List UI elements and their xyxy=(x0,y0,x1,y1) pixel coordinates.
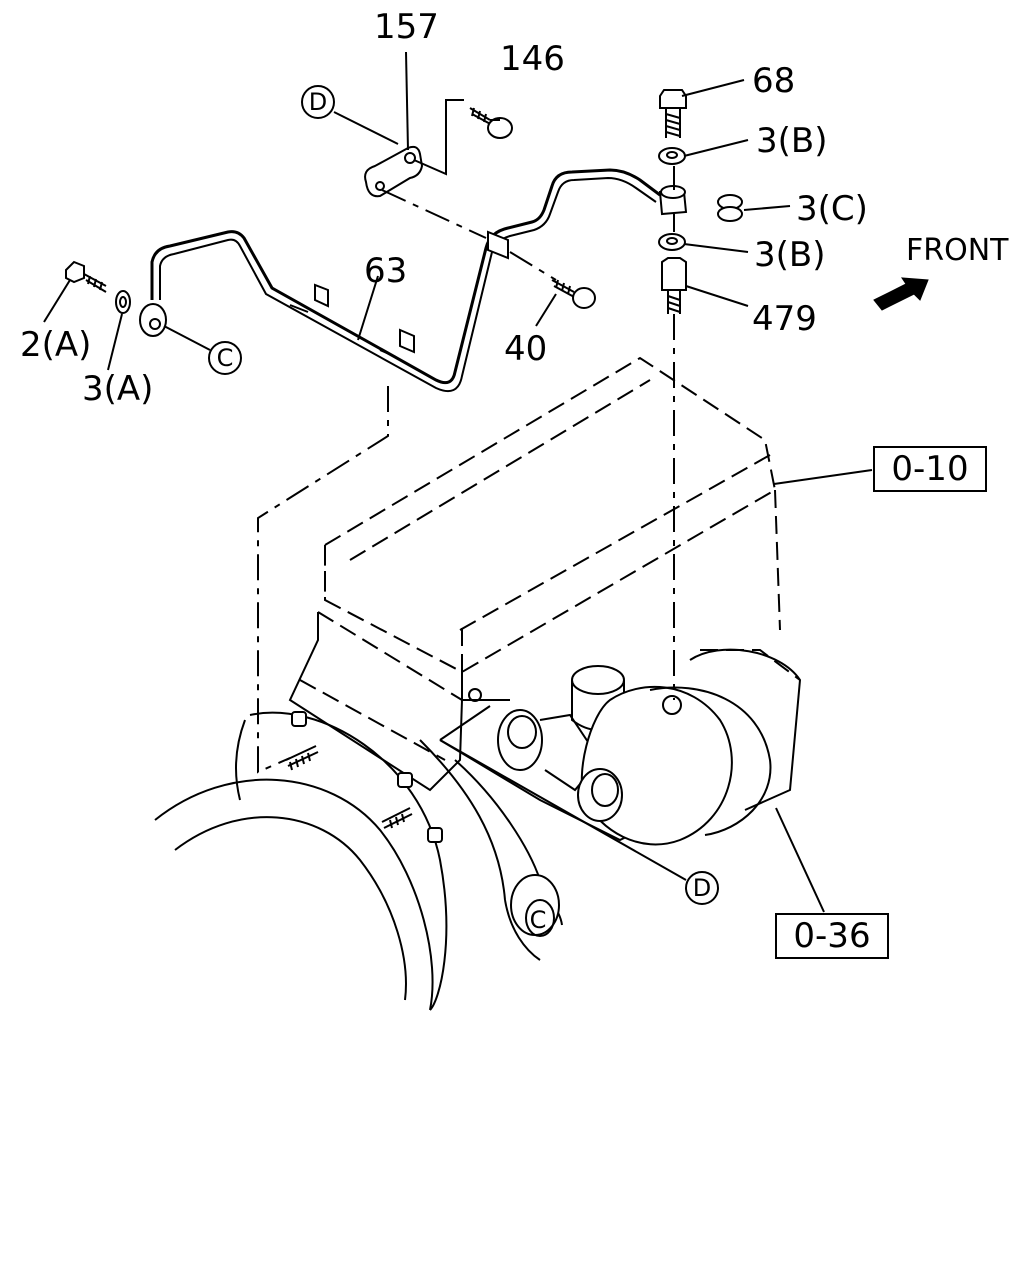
callout-40: 40 xyxy=(504,329,547,369)
callout-157: 157 xyxy=(374,7,439,47)
bolt-2a xyxy=(65,260,107,293)
front-direction: FRONT xyxy=(873,233,1009,311)
boxed-ref-0-10: 0-10 xyxy=(873,446,987,492)
circle-ref-d-bottom: D xyxy=(685,871,719,905)
washer-3b-top xyxy=(658,147,686,165)
circle-ref-c-left-label: C xyxy=(217,344,234,372)
callout-labels: 157 146 68 3(B) 3(C) 3(B) 479 63 40 2(A)… xyxy=(20,7,868,409)
bolt-40 xyxy=(551,279,596,309)
bolt-146 xyxy=(469,107,513,139)
circle-ref-c-left: C xyxy=(208,341,242,375)
boxed-ref-0-10-label: 0-10 xyxy=(891,449,968,489)
boxed-ref-0-36-label: 0-36 xyxy=(793,916,870,956)
callout-3b-top: 3(B) xyxy=(756,121,828,161)
boxed-ref-0-36: 0-36 xyxy=(775,913,889,959)
bolt-68 xyxy=(659,89,687,138)
circle-ref-d-top: D xyxy=(301,85,335,119)
front-arrow-icon xyxy=(873,277,929,311)
oil-pipe-63 xyxy=(139,168,661,392)
circle-ref-c-engine-label: C xyxy=(530,906,547,934)
eye-joint xyxy=(658,185,688,216)
callout-479: 479 xyxy=(752,299,817,339)
circle-ref-c-engine: C xyxy=(530,906,547,934)
engine-assembly xyxy=(154,356,802,1011)
callout-63: 63 xyxy=(364,251,407,291)
callout-3c: 3(C) xyxy=(796,189,868,229)
front-label: FRONT xyxy=(906,233,1009,268)
callout-3b-bottom: 3(B) xyxy=(754,235,826,275)
circle-ref-d-top-label: D xyxy=(309,88,327,116)
bracket-157 xyxy=(364,145,424,198)
callout-146: 146 xyxy=(500,39,565,79)
callout-68: 68 xyxy=(752,61,795,101)
washer-3a xyxy=(115,290,131,314)
washer-3b-bottom xyxy=(658,233,686,251)
connector-479 xyxy=(661,257,687,314)
callout-3a: 3(A) xyxy=(82,369,153,409)
leader-lines xyxy=(43,51,873,913)
callout-2a: 2(A) xyxy=(20,325,91,365)
circle-ref-d-bottom-label: D xyxy=(693,874,711,902)
washer-3c xyxy=(717,194,743,222)
